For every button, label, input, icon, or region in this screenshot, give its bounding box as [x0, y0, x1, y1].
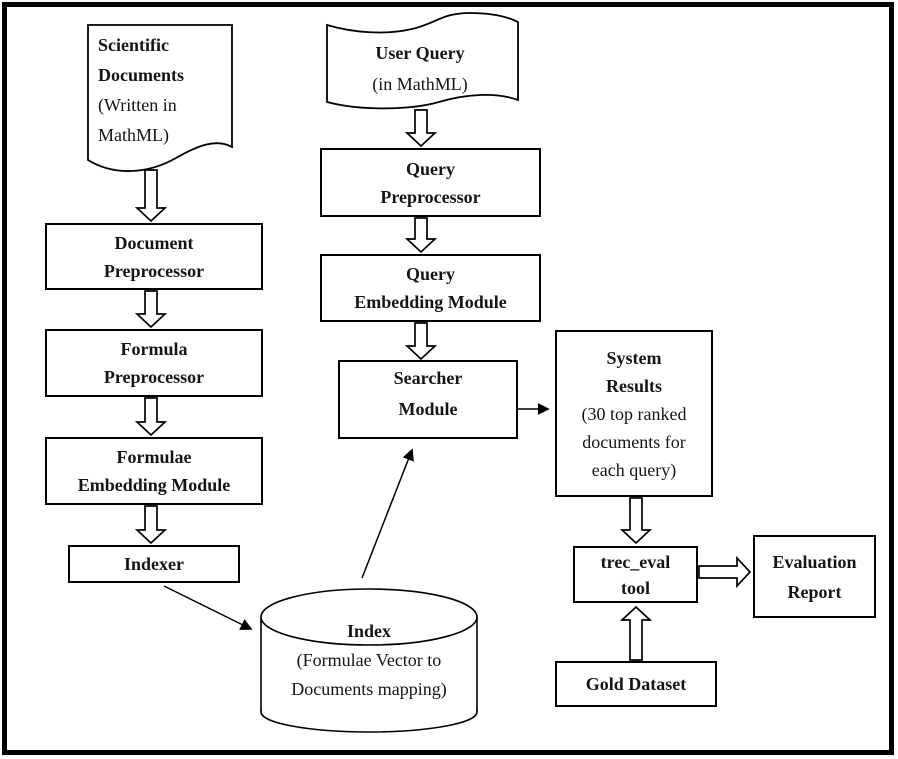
arrow-formula-preprocessor-to-formulae-embedding	[134, 397, 168, 437]
node-title-line: System	[606, 347, 662, 368]
node-title-line: Query	[406, 158, 455, 179]
node-title-line: Searcher	[393, 367, 463, 388]
node-subtitle-line: documents for	[582, 431, 686, 452]
node-query-preprocessor: Query Preprocessor	[320, 148, 541, 217]
node-subtitle-line: (Formulae Vector to	[296, 650, 442, 670]
node-indexer: Indexer	[68, 545, 240, 583]
node-title-line: trec_eval	[600, 551, 671, 572]
node-title-line: tool	[621, 577, 650, 598]
node-title-line: Document	[114, 232, 194, 253]
node-subtitle-line: MathML)	[98, 125, 169, 145]
arrow-index-to-searcher	[361, 448, 414, 579]
arrow-formulae-embedding-to-indexer	[134, 505, 168, 545]
node-title-line: Formulae	[116, 447, 192, 467]
arrow-gold-dataset-to-trec-eval	[619, 605, 653, 661]
node-title-line: Preprocessor	[380, 186, 481, 207]
node-user-query: User Query (in MathML)	[330, 38, 510, 100]
node-title-line: Report	[787, 581, 842, 602]
node-query-embedding-module: Query Embedding Module	[320, 254, 541, 322]
arrow-system-results-to-trec-eval	[619, 497, 653, 545]
node-formula-preprocessor: Formula Preprocessor	[45, 329, 263, 397]
arrow-indexer-to-index	[163, 585, 253, 630]
node-subtitle-line: Documents mapping)	[291, 679, 447, 699]
node-title-line: Query	[406, 264, 455, 284]
node-title-line: Embedding Module	[354, 292, 507, 312]
flag-shape-user-query	[326, 12, 519, 110]
node-evaluation-report: Evaluation Report	[753, 535, 876, 618]
node-title-line: Indexer	[124, 554, 184, 574]
node-subtitle-line: each query)	[591, 459, 677, 480]
node-title-line: Scientific	[98, 35, 169, 55]
node-subtitle-line: (in MathML)	[372, 74, 468, 94]
node-index-store: Index (Formulae Vector to Documents mapp…	[263, 617, 475, 704]
arrow-query-embedding-to-searcher	[404, 322, 438, 361]
arrow-user-query-to-query-preprocessor	[404, 109, 438, 148]
node-subtitle-line: (Written in	[98, 95, 177, 115]
node-document-preprocessor: Document Preprocessor	[45, 223, 263, 290]
document-shape-scientific-documents	[87, 24, 233, 172]
node-title-line: Formula	[120, 339, 188, 359]
node-title-line: Gold Dataset	[585, 674, 687, 694]
node-scientific-documents: Scientific Documents (Written in MathML)	[98, 30, 228, 150]
node-title-line: Evaluation	[772, 551, 857, 572]
arrow-query-preprocessor-to-query-embedding	[404, 217, 438, 254]
arrow-trec-eval-to-evaluation-report	[698, 555, 752, 589]
node-title-line: Preprocessor	[103, 367, 205, 387]
node-title-line: User Query	[375, 43, 465, 63]
node-title-line: Module	[398, 398, 458, 419]
arrow-document-preprocessor-to-formula-preprocessor	[134, 290, 168, 329]
node-gold-dataset: Gold Dataset	[555, 661, 717, 707]
node-title-line: Documents	[98, 65, 184, 85]
cylinder-shape-index	[260, 588, 478, 733]
node-title-line: Preprocessor	[103, 260, 205, 281]
node-subtitle-line: (30 top ranked	[581, 403, 687, 424]
node-title-line: Embedding Module	[77, 475, 231, 495]
node-system-results: System Results (30 top ranked documents …	[555, 330, 713, 497]
node-formulae-embedding-module: Formulae Embedding Module	[45, 437, 263, 505]
node-title-line: Index	[346, 621, 391, 641]
node-searcher-module: Searcher Module	[338, 360, 518, 439]
arrow-documents-to-document-preprocessor	[134, 169, 168, 223]
node-trec-eval-tool: trec_eval tool	[573, 546, 698, 603]
node-title-line: Results	[605, 375, 662, 396]
